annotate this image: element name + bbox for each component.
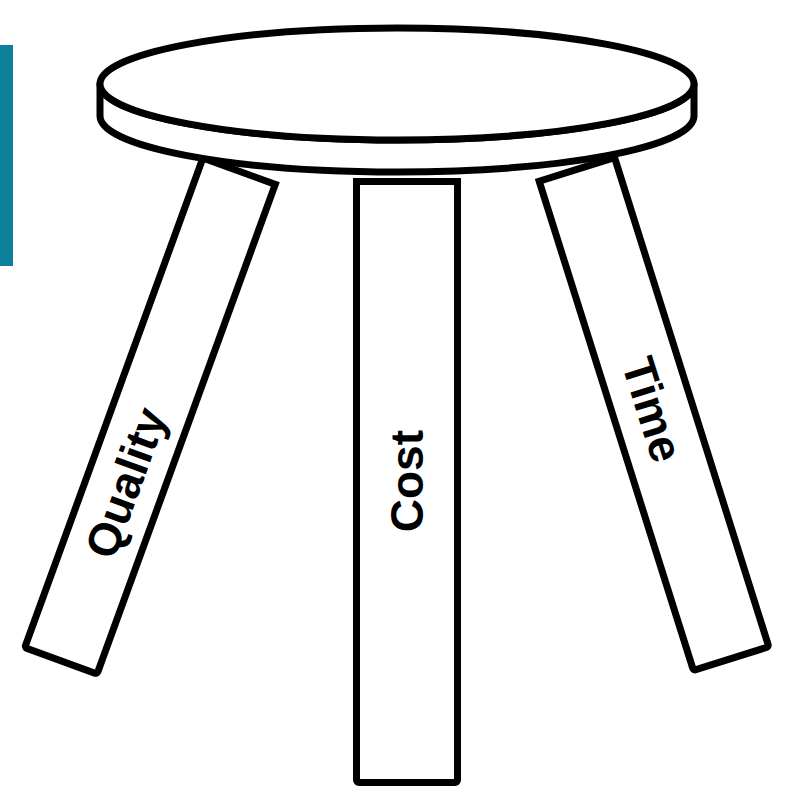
stool-leg: Time <box>535 153 773 675</box>
accent-bar <box>0 45 13 266</box>
stool-leg: Quality <box>20 154 280 679</box>
leg-label: Time <box>615 352 691 467</box>
stool-leg: Cost <box>353 178 461 786</box>
seat-top <box>100 28 694 140</box>
leg-label: Quality <box>77 402 174 564</box>
leg-label: Cost <box>384 430 430 532</box>
seat-edge <box>100 84 694 172</box>
